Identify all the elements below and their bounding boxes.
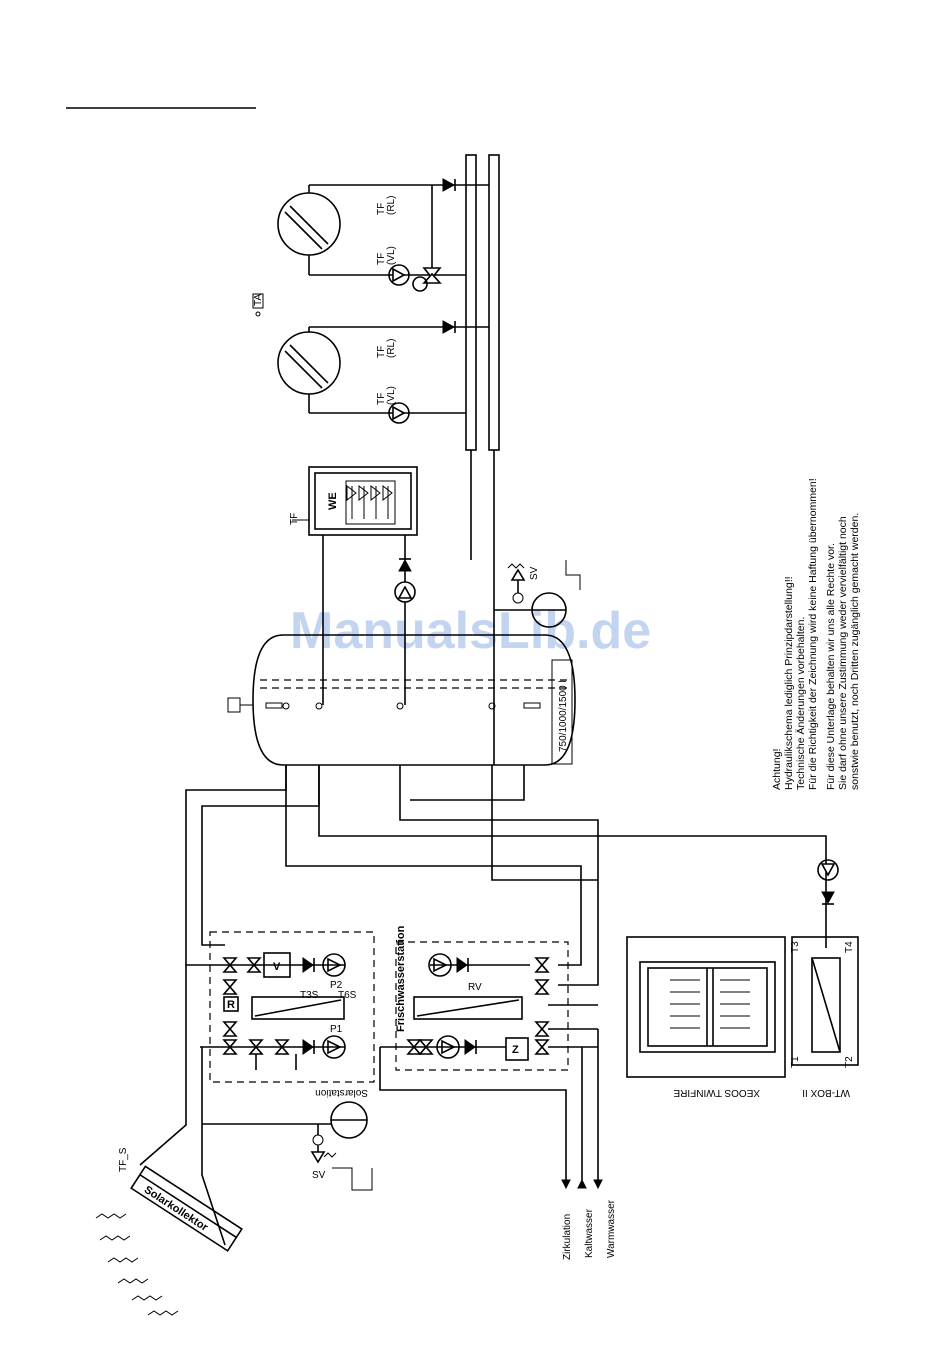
svg-text:(VL): (VL) [386,246,397,265]
svg-text:Solarstation: Solarstation [315,1087,368,1098]
svg-text:Z: Z [512,1044,519,1056]
heating-circuit-1: TF (RL) TF (VL) [277,178,489,292]
svg-text:WT-BOX II: WT-BOX II [802,1087,850,1098]
svg-text:T4: T4 [844,941,855,953]
svg-text:TF: TF [289,513,300,525]
svg-text:(RL): (RL) [386,339,397,358]
svg-text:RV: RV [468,982,482,993]
motor-icon [412,276,428,292]
svg-text:TF: TF [376,253,387,265]
svg-text:T2: T2 [844,1056,855,1068]
svg-text:Zirkulation: Zirkulation [562,1214,573,1260]
svg-text:SV: SV [312,1170,326,1181]
heating-circuit-2: TF (RL) TF (VL) [277,320,489,424]
svg-text:Kaltwasser: Kaltwasser [584,1208,595,1258]
solar-collector: Solarkollektor TF_S [95,965,243,1316]
svg-text:(VL): (VL) [386,386,397,405]
distribution-manifold [465,154,500,700]
svg-text:WE: WE [327,492,339,510]
fresh-water-station: Frischwasserstation RV Z [379,925,599,1180]
check-valve-icon [398,558,412,572]
svg-text:T3S: T3S [300,990,319,1001]
check-valve-icon [821,891,835,905]
svg-text:(RL): (RL) [386,196,397,215]
svg-text:Solarkollektor: Solarkollektor [142,1184,211,1234]
svg-text:sonstwie benutzt, noch Dritten: sonstwie benutzt, noch Dritten zugänglic… [849,513,861,790]
svg-text:P1: P1 [330,1024,343,1035]
svg-text:750/1000/1500 l: 750/1000/1500 l [558,680,569,752]
svg-text:TF: TF [376,203,387,215]
pump-icon [388,402,410,424]
check-valve-icon [442,178,456,192]
svg-text:Für diese Unterlage behalten w: Für diese Unterlage behalten wir uns all… [825,543,837,790]
svg-text:SV: SV [529,566,540,580]
svg-text:T6S: T6S [338,990,357,1001]
svg-text:TA: TA [253,294,264,306]
svg-text:T3: T3 [790,941,801,953]
svg-text:TF_S: TF_S [118,1147,129,1172]
outlet-arrows: Zirkulation Kaltwasser Warmwasser [561,1178,617,1260]
svg-text:Für die Richtigkeit der Zeichn: Für die Richtigkeit der Zeichnung wird k… [807,478,819,790]
pump-icon [817,859,839,881]
svg-text:Frischwasserstation: Frischwasserstation [395,925,407,1032]
svg-text:Hydraulikschema lediglich Prin: Hydraulikschema lediglich Prinzipdarstel… [783,576,795,790]
outdoor-sensor: TA [252,293,264,317]
notice-text: Achtung! Hydraulikschema lediglich Prinz… [771,478,861,790]
svg-text:Warmwasser: Warmwasser [606,1199,617,1258]
circulation-z [505,1037,529,1061]
expansion-vessel-top: SV [494,560,581,628]
svg-text:Technische Änderungen vorbehal: Technische Änderungen vorbehalten. [795,617,807,790]
solar-station: Solarstation V P2 T3S T6S R P1 [200,931,375,1098]
check-valve-icon [442,320,456,334]
connecting-pipes [185,700,839,986]
watermark: ManualsLib.de [290,602,651,660]
svg-text:V: V [273,961,281,973]
buffer-tank: 750/1000/1500 l [227,634,576,766]
wt-box: T3 T4 T1 T2 WT-BOX II [790,936,859,1098]
svg-text:TF: TF [376,393,387,405]
xeoos-twinfire: XEOOS TWINFIRE [626,936,786,1098]
heat-exchanger-we: WE TF [289,466,418,705]
svg-text:Sie darf ohne unsere Zustimmun: Sie darf ohne unsere Zustimmung weder ve… [837,516,849,790]
svg-text:TF: TF [376,346,387,358]
pump-icon [388,264,410,286]
svg-text:Achtung!: Achtung! [771,749,783,790]
svg-text:T1: T1 [790,1056,801,1068]
svg-text:XEOOS TWINFIRE: XEOOS TWINFIRE [673,1087,760,1098]
svg-text:R: R [227,999,235,1011]
svg-text:P2: P2 [330,980,343,991]
expansion-vessel-solar: SV [202,1101,373,1191]
